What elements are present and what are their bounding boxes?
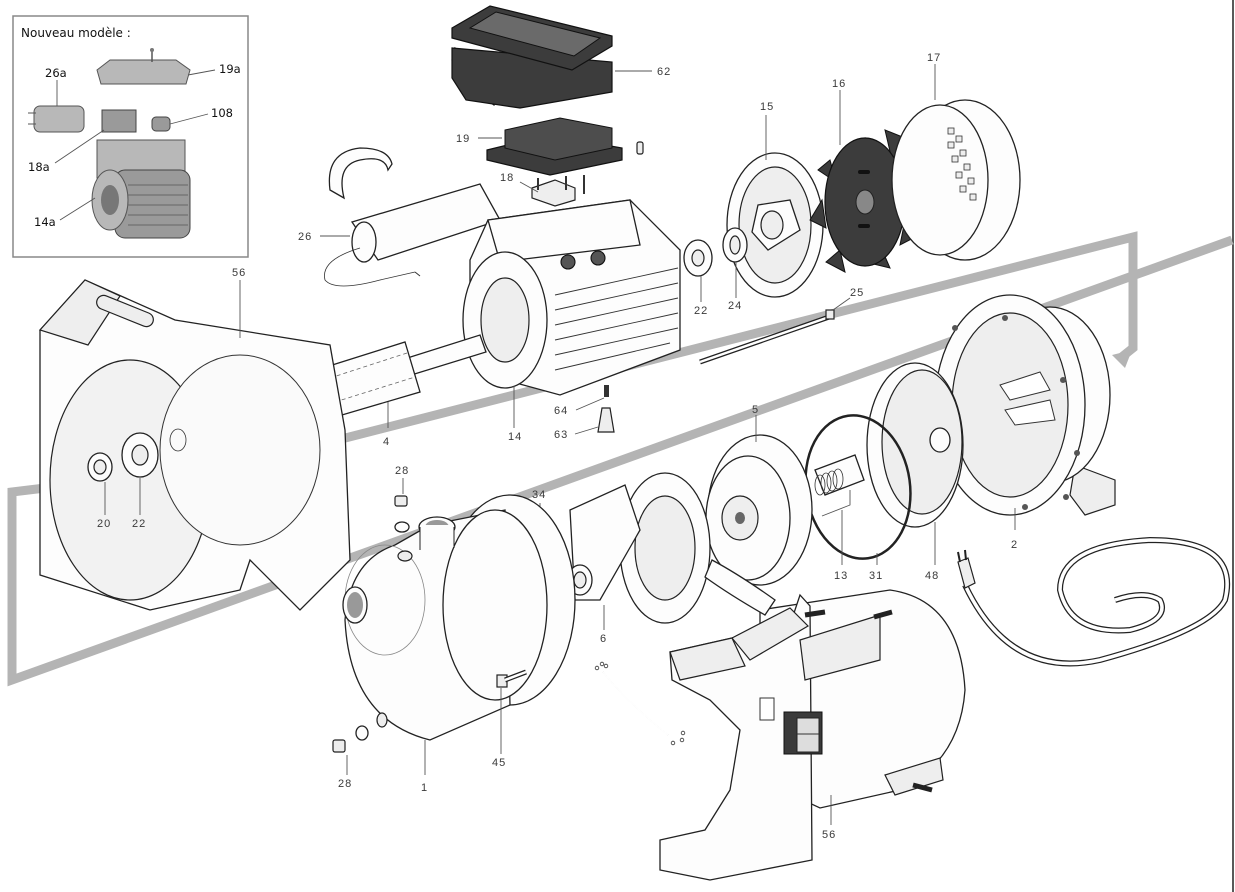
inset-label-26a: 26a — [45, 66, 67, 80]
inset-label-108: 108 — [211, 106, 233, 120]
part-56-housing-right — [659, 559, 966, 881]
inset-label-18a: 18a — [28, 160, 50, 174]
part-24-wave-washer — [722, 227, 748, 263]
callout-15: 15 — [760, 101, 774, 113]
inset-label-19a: 19a — [219, 62, 241, 76]
part-capacitor-clip — [328, 147, 393, 200]
callout-22-left: 22 — [132, 518, 146, 530]
power-switch — [783, 711, 823, 755]
part-56-housing-left — [38, 279, 351, 611]
part-28-drain-plug-bottom — [332, 725, 369, 753]
callout-34: 34 — [532, 489, 546, 501]
inset-part-18a-terminal — [101, 109, 137, 133]
part-14-motor-stator — [462, 199, 681, 396]
part-6-ejector — [567, 472, 711, 624]
callout-56-bottom: 56 — [822, 829, 836, 841]
inset-new-model: Nouveau modèle : 19a 26a 18a 108 — [12, 15, 249, 258]
callout-62: 62 — [657, 66, 671, 78]
callout-48: 48 — [925, 570, 939, 582]
callout-56-top: 56 — [232, 267, 246, 279]
part-5-impeller — [705, 434, 813, 586]
inset-part-19a-cover — [96, 48, 191, 85]
callout-18: 18 — [500, 172, 514, 184]
part-48-diffuser — [866, 362, 964, 528]
callout-22-top: 22 — [694, 305, 708, 317]
part-28-drain-plug-top — [394, 495, 410, 533]
callout-13: 13 — [834, 570, 848, 582]
callout-26: 26 — [298, 231, 312, 243]
screw-19 — [636, 141, 644, 155]
part-internal-wire — [594, 661, 686, 746]
part-13-mechanical-seal — [814, 454, 865, 496]
part-17-fan-cover — [891, 99, 1021, 261]
part-63-cap — [597, 407, 615, 433]
part-22-bearing — [683, 239, 713, 277]
callout-6: 6 — [600, 633, 607, 645]
inset-title: Nouveau modèle : — [21, 26, 131, 40]
callout-14: 14 — [508, 431, 522, 443]
callout-63: 63 — [554, 429, 568, 441]
callout-19: 19 — [456, 133, 470, 145]
callout-64: 64 — [554, 405, 568, 417]
part-15-end-shield — [726, 152, 824, 298]
inset-part-26a-capacitor — [28, 105, 85, 133]
part-power-cable — [957, 536, 1231, 667]
callout-28-top: 28 — [395, 465, 409, 477]
inset-part-14a-motor — [91, 139, 191, 239]
callout-31: 31 — [869, 570, 883, 582]
part-45-bolt — [496, 669, 527, 688]
inset-part-108-gland — [151, 116, 171, 132]
part-25-tie-rod — [699, 309, 835, 365]
callout-17: 17 — [927, 52, 941, 64]
part-62-terminal-box-cover — [451, 5, 613, 109]
callout-25: 25 — [850, 287, 864, 299]
part-64-pin — [604, 385, 609, 397]
callout-2: 2 — [1011, 539, 1018, 551]
callout-16: 16 — [832, 78, 846, 90]
part-1-pump-casing — [342, 494, 576, 741]
callout-5: 5 — [752, 404, 759, 416]
callout-45: 45 — [492, 757, 506, 769]
part-19-gasket — [486, 117, 623, 176]
callout-28-bottom: 28 — [338, 778, 352, 790]
part-18-terminal-block — [531, 175, 585, 207]
callout-4: 4 — [383, 436, 390, 448]
inset-label-14a: 14a — [34, 215, 56, 229]
callout-24: 24 — [728, 300, 742, 312]
callout-20: 20 — [97, 518, 111, 530]
callout-1: 1 — [421, 782, 428, 794]
part-2-pump-flange — [934, 294, 1116, 516]
